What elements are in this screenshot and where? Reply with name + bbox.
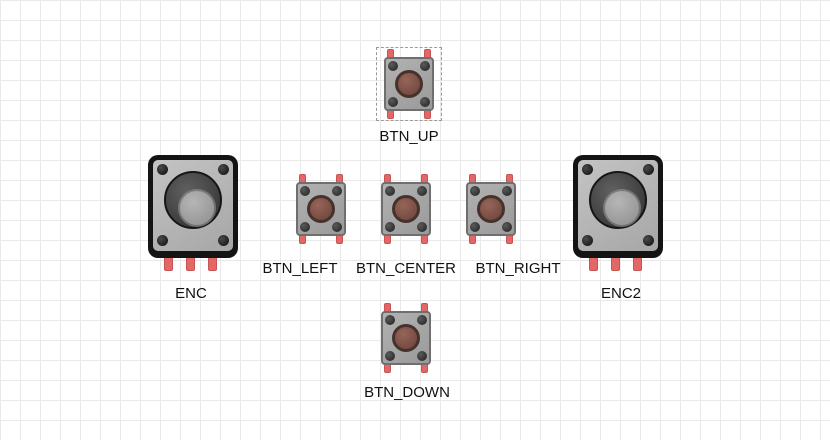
component-label-btn-center: BTN_CENTER bbox=[355, 260, 457, 277]
screw-icon bbox=[417, 315, 427, 325]
button-cap[interactable] bbox=[477, 195, 505, 223]
pushbutton-btn-down[interactable] bbox=[381, 303, 431, 373]
component-label-enc2: ENC2 bbox=[600, 285, 642, 302]
component-label-btn-right: BTN_RIGHT bbox=[475, 260, 561, 277]
screw-icon bbox=[332, 222, 342, 232]
screw-icon bbox=[332, 186, 342, 196]
screw-icon bbox=[157, 164, 168, 175]
button-cap[interactable] bbox=[392, 324, 420, 352]
screw-icon bbox=[582, 235, 593, 246]
screw-icon bbox=[470, 222, 480, 232]
button-cap[interactable] bbox=[395, 70, 423, 98]
screw-icon bbox=[470, 186, 480, 196]
button-cap[interactable] bbox=[307, 195, 335, 223]
component-label-btn-down: BTN_DOWN bbox=[364, 384, 450, 401]
screw-icon bbox=[218, 235, 229, 246]
selection-outline bbox=[376, 47, 442, 121]
component-label-enc: ENC bbox=[175, 285, 207, 302]
screw-icon bbox=[300, 186, 310, 196]
encoder-shaft bbox=[178, 189, 216, 227]
screw-icon bbox=[218, 164, 229, 175]
screw-icon bbox=[420, 97, 430, 107]
screw-icon bbox=[388, 61, 398, 71]
button-cap[interactable] bbox=[392, 195, 420, 223]
component-label-btn-up: BTN_UP bbox=[379, 128, 439, 145]
screw-icon bbox=[420, 61, 430, 71]
rotary-encoder-enc[interactable] bbox=[148, 155, 238, 271]
component-label-btn-left: BTN_LEFT bbox=[262, 260, 338, 277]
screw-icon bbox=[417, 222, 427, 232]
screw-icon bbox=[643, 235, 654, 246]
screw-icon bbox=[643, 164, 654, 175]
screw-icon bbox=[502, 222, 512, 232]
screw-icon bbox=[417, 351, 427, 361]
screw-icon bbox=[502, 186, 512, 196]
screw-icon bbox=[385, 222, 395, 232]
screw-icon bbox=[385, 351, 395, 361]
pushbutton-btn-center[interactable] bbox=[381, 174, 431, 244]
encoder-shaft bbox=[603, 189, 641, 227]
rotary-encoder-enc2[interactable] bbox=[573, 155, 663, 271]
screw-icon bbox=[388, 97, 398, 107]
pushbutton-btn-right[interactable] bbox=[466, 174, 516, 244]
screw-icon bbox=[417, 186, 427, 196]
screw-icon bbox=[385, 315, 395, 325]
screw-icon bbox=[385, 186, 395, 196]
pushbutton-btn-left[interactable] bbox=[296, 174, 346, 244]
screw-icon bbox=[300, 222, 310, 232]
screw-icon bbox=[157, 235, 168, 246]
pushbutton-btn-up[interactable] bbox=[384, 49, 434, 119]
screw-icon bbox=[582, 164, 593, 175]
